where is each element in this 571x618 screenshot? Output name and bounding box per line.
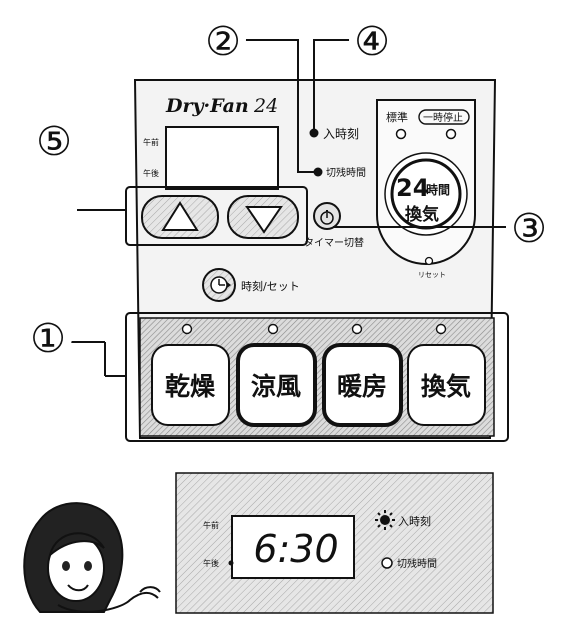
timer-switch-button[interactable] [313,202,341,230]
remaining-time-label: 切残時間 [326,166,366,179]
pause-indicator [445,128,457,140]
stopwatch-icon [320,210,334,225]
lcd-am-label: 午前 [143,137,159,147]
callout-leaders [70,39,509,442]
control-panel: Dry·Fan 24 午前 午後 入時刻 切残時間 タイマー切 [133,79,497,439]
clock-set-icon [210,276,231,294]
lcd-pm-label: 午後 [143,168,159,178]
mode-button-vent-label: 換気 [421,372,471,401]
reset-label: リセット [418,271,446,279]
mode-button-heat[interactable]: 暖房 [322,343,403,427]
mode-indicator-heat [351,323,363,335]
clock-set-label: 時刻/セット [241,279,300,293]
up-button[interactable] [141,195,219,239]
mode-button-heat-label: 暖房 [337,372,387,401]
mode-button-dry-label: 乾燥 [165,372,216,401]
detail-pm-dot [228,560,234,566]
ventilation-24-label: 換気 [405,204,439,225]
detail-pm-label: 午後 [203,558,219,568]
display-detail: 午前 午後 6:30 入時刻 切残時間 [175,472,494,614]
callout-markers: ① ② ③ ④ ⑤ [24,17,552,362]
mode-button-vent[interactable]: 換気 [407,344,486,426]
triangle-down-icon [245,206,283,234]
lcd-display [165,126,279,190]
ventilation-24-unit: 時間 [426,182,450,197]
detail-lcd [231,515,355,579]
sun-burst-icon [375,510,395,530]
standard-label: 標準 [386,110,408,124]
remaining-time-indicator [313,167,323,177]
mode-indicator-dry [181,323,193,335]
detail-time: 6:30 [253,527,338,571]
down-button[interactable] [227,195,299,239]
timer-switch-label: タイマー切替 [304,236,364,249]
on-time-label: 入時刻 [323,127,359,141]
standard-indicator [395,128,407,140]
detail-remaining-time-label: 切残時間 [397,557,437,570]
detail-on-time-label: 入時刻 [398,514,431,528]
callout-circle-2 [200,17,246,63]
callout-5-number: ⑤ [36,119,72,165]
callout-circle-5 [31,117,77,163]
callout-1-number: ① [30,316,66,362]
triangle-up-icon [161,201,199,231]
ventilation-24-number: 24 [396,174,429,202]
ventilation-24h-button[interactable]: 24 時間 換気 [384,152,468,236]
mode-button-cool-label: 涼風 [251,372,301,401]
detail-am-label: 午前 [203,520,219,530]
pause-label: 一時停止 [423,111,463,124]
callout-circle-1 [24,313,72,361]
reset-button[interactable] [424,256,434,266]
callout-3-number: ③ [511,206,547,252]
callout-2-number: ② [205,19,241,65]
callout-4-number: ④ [354,19,390,65]
woman-illustration [23,502,161,613]
circle-icon [381,557,393,569]
callout-circle-3 [506,204,552,250]
clock-set-button[interactable] [202,268,236,302]
mode-indicator-cool [267,323,279,335]
model-number: 24 [253,95,278,117]
mode-button-cool[interactable]: 涼風 [236,343,317,427]
mode-indicator-vent [435,323,447,335]
callout-circle-4 [349,17,395,63]
mode-button-dry[interactable]: 乾燥 [151,344,230,426]
brand-name: Dry·Fan [165,95,249,117]
